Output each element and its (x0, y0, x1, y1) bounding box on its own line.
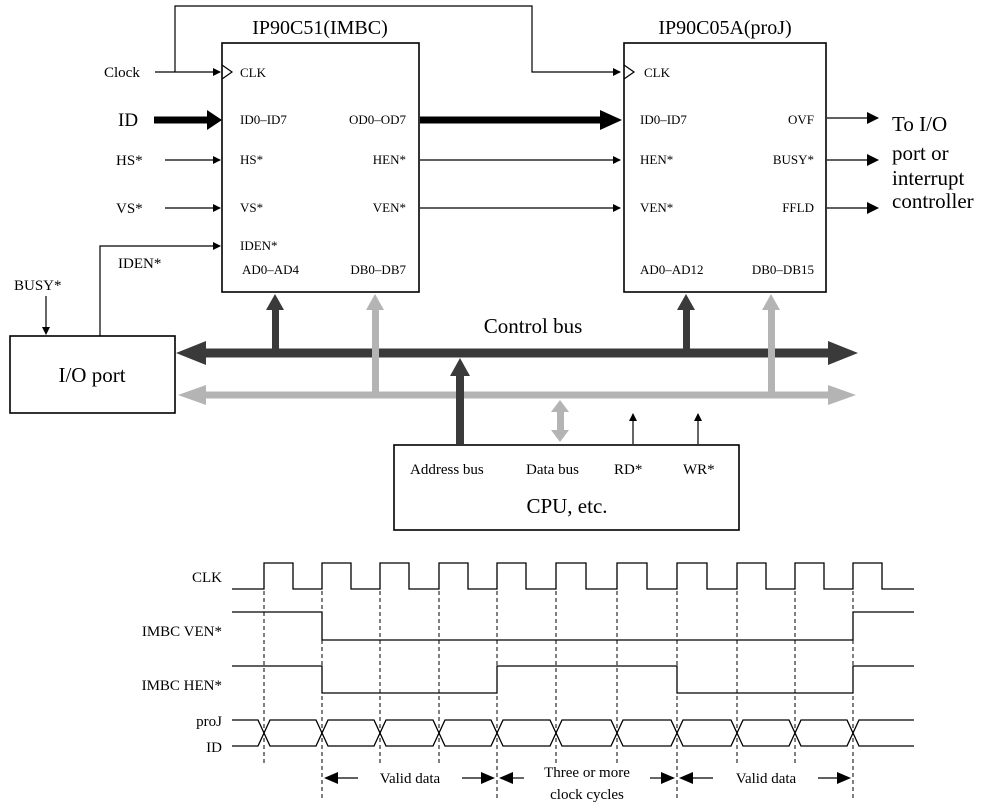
cpu-rd-label: RD* (614, 462, 642, 478)
cpu-data-tap (551, 400, 569, 442)
busy-input-label: BUSY* (14, 278, 62, 294)
imbc-pin-db: DB0–DB7 (350, 262, 406, 277)
id-input-arrowhead (207, 110, 222, 130)
data-bus-light (178, 385, 856, 405)
output-note-line2: port or (892, 141, 949, 165)
proj-address-tap (677, 294, 695, 353)
timing-label-hen: IMBC HEN* (142, 678, 222, 694)
proj-pin-ffld: FFLD (782, 200, 814, 215)
proj-data-tap (762, 294, 780, 394)
od-to-id-arrowhead (600, 110, 622, 130)
clock-to-proj-wire (174, 5, 621, 76)
proj-pin-clk: CLK (644, 65, 671, 80)
imbc-pin-clk: CLK (240, 65, 267, 80)
imbc-pin-vs: VS* (240, 200, 263, 215)
cpu-label: CPU, etc. (526, 494, 607, 518)
timing-label-clk: CLK (192, 570, 222, 586)
valid-data-label-2: Valid data (736, 771, 797, 787)
proj-pin-hen: HEN* (640, 152, 673, 167)
imbc-title: IP90C51(IMBC) (252, 17, 388, 39)
imbc-pin-hen: HEN* (373, 152, 406, 167)
imbc-hen-waveform (232, 665, 914, 694)
iden-input-label: IDEN* (118, 256, 161, 272)
control-bus-dark (176, 341, 858, 365)
imbc-pin-ad: AD0–AD4 (242, 262, 300, 277)
timing-label-ven: IMBC VEN* (142, 624, 222, 640)
proj-pin-busy: BUSY* (773, 152, 814, 167)
proj-pin-id: ID0–ID7 (640, 112, 687, 127)
timing-label-proj: proJ (196, 714, 222, 730)
timing-guides (263, 563, 854, 800)
imbc-chip-box (221, 42, 420, 293)
cpu-wr-label: WR* (683, 462, 715, 478)
three-cycles-interval (499, 772, 675, 784)
imbc-pin-ven: VEN* (373, 200, 406, 215)
valid-data-label-1: Valid data (380, 771, 441, 787)
imbc-pin-hs: HS* (240, 152, 263, 167)
proj-title: IP90C05A(proJ) (658, 17, 791, 39)
proj-pin-db: DB0–DB15 (752, 262, 814, 277)
timing-label-id: ID (206, 740, 222, 756)
id-input-label: ID (118, 110, 138, 131)
io-port-label: I/O port (58, 363, 125, 387)
proj-id-data-waveform (232, 719, 914, 747)
io-port-box (9, 335, 176, 414)
valid-data-interval-2 (679, 772, 851, 784)
imbc-data-tap (366, 294, 384, 394)
imbc-clock-pin-triangle (221, 64, 234, 80)
output-note-line3: interrupt (892, 166, 964, 190)
valid-data-interval-1 (324, 772, 495, 784)
hs-input-label: HS* (116, 153, 143, 169)
imbc-ven-waveform (232, 611, 914, 641)
cpu-box (393, 444, 740, 531)
imbc-pin-iden: IDEN* (240, 238, 278, 253)
clock-input-label: Clock (104, 65, 140, 81)
proj-pin-ovf: OVF (788, 112, 814, 127)
output-note-line4: controller (892, 189, 974, 213)
control-bus-label: Control bus (484, 314, 583, 338)
proj-pin-ad: AD0–AD12 (640, 262, 704, 277)
vs-input-label: VS* (116, 201, 143, 217)
imbc-address-tap (266, 294, 284, 353)
cpu-address-bus-label: Address bus (410, 462, 484, 478)
imbc-pin-od: OD0–OD7 (349, 112, 407, 127)
proj-chip-box (623, 42, 827, 293)
proj-clock-pin-triangle (623, 64, 636, 80)
proj-pin-ven: VEN* (640, 200, 673, 215)
three-cycles-label-line1: Three or more (544, 765, 630, 781)
output-note-line1: To I/O (892, 112, 947, 136)
cpu-data-bus-label: Data bus (526, 462, 579, 478)
cpu-address-tap (450, 358, 470, 444)
clk-waveform (232, 562, 914, 590)
iden-wire (99, 242, 221, 336)
imbc-pin-id: ID0–ID7 (240, 112, 287, 127)
three-cycles-label-line2: clock cycles (550, 787, 624, 803)
